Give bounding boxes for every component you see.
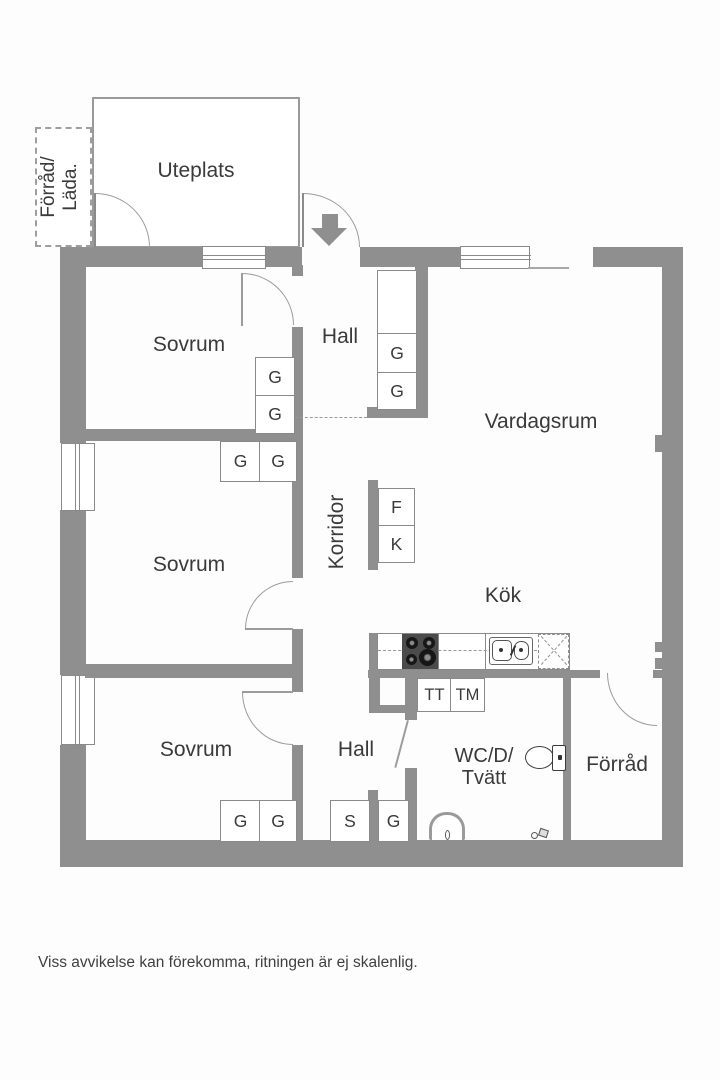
washer-box: TM xyxy=(450,678,485,712)
wall xyxy=(292,678,303,692)
door-arc xyxy=(245,581,293,629)
wall xyxy=(653,670,662,678)
wardrobe-box: G xyxy=(378,800,409,842)
wardrobe-box: G xyxy=(377,372,417,410)
disclaimer-note: Viss avvikelse kan förekomma, ritningen … xyxy=(38,954,418,971)
wall xyxy=(360,247,460,267)
forrad-lada-box xyxy=(35,127,92,247)
door-leaf xyxy=(242,691,293,693)
dishwasher-space-icon xyxy=(538,634,569,669)
stove-icon xyxy=(402,634,438,669)
wall xyxy=(266,247,302,267)
wall xyxy=(369,670,380,713)
door-leaf xyxy=(241,273,243,326)
room-label-wc: WC/D/ Tvätt xyxy=(454,745,514,789)
door-leaf xyxy=(394,720,409,768)
washbasin-icon xyxy=(429,812,465,840)
room-label-sovrum-1: Sovrum xyxy=(152,333,226,356)
wall xyxy=(593,247,683,267)
entrance-arrow-head-icon xyxy=(311,228,347,246)
wall-notch xyxy=(655,642,663,652)
wall xyxy=(292,265,303,276)
door-leaf xyxy=(245,628,293,630)
room-label-sovrum-2: Sovrum xyxy=(152,553,226,576)
wall-notch xyxy=(655,658,663,669)
wall xyxy=(60,840,683,867)
wall xyxy=(80,429,303,441)
wall xyxy=(415,267,428,408)
freezer-box: F xyxy=(378,488,415,527)
wardrobe-box: G xyxy=(255,395,295,434)
wall xyxy=(367,407,428,418)
counter-centerline xyxy=(378,650,537,651)
toilet-tank-icon xyxy=(552,745,566,771)
window xyxy=(61,443,95,512)
window xyxy=(61,675,95,746)
closet-box-open xyxy=(377,270,417,335)
window xyxy=(460,246,531,269)
dryer-box: TT xyxy=(417,678,452,712)
wall xyxy=(368,480,378,570)
wardrobe-box: G xyxy=(259,800,297,842)
door-leaf xyxy=(302,193,304,247)
wall xyxy=(60,247,86,443)
wall xyxy=(292,327,303,433)
wall xyxy=(368,670,600,678)
wall xyxy=(292,441,303,578)
toilet-icon xyxy=(525,746,554,769)
fridge-box: K xyxy=(378,525,415,563)
wall xyxy=(662,247,683,867)
door-arc xyxy=(607,673,657,726)
wardrobe-box: G xyxy=(255,357,295,397)
wardrobe-box: G xyxy=(220,441,261,482)
room-label-korridor: Korridor xyxy=(325,494,348,570)
room-label-kok: Kök xyxy=(484,584,522,607)
cleaning-closet-box: S xyxy=(330,800,370,842)
floor-drain-icon xyxy=(531,827,550,839)
room-label-vardagsrum: Vardagsrum xyxy=(484,410,598,433)
wall xyxy=(85,664,303,678)
wall xyxy=(369,633,378,670)
wardrobe-box: G xyxy=(377,333,417,374)
wardrobe-box: G xyxy=(220,800,261,842)
room-label-sovrum-3: Sovrum xyxy=(159,738,233,761)
wall xyxy=(563,678,571,840)
sink-icon xyxy=(489,637,533,665)
wall xyxy=(60,247,202,267)
balcony-door-line xyxy=(528,267,569,269)
wall xyxy=(292,629,303,678)
wardrobe-box: G xyxy=(259,441,297,482)
room-label-uteplats: Uteplats xyxy=(157,159,235,182)
window xyxy=(202,246,267,269)
wall xyxy=(405,678,417,720)
room-label-forrad: Förråd xyxy=(586,753,648,776)
wall xyxy=(60,510,86,675)
wall xyxy=(368,790,378,840)
wall xyxy=(292,745,303,840)
door-arc xyxy=(242,273,294,325)
room-label-hall-upper: Hall xyxy=(321,325,359,348)
room-label-forrad-lada: Förråd/ Läda. xyxy=(38,156,81,218)
room-label-hall-lower: Hall xyxy=(337,738,375,761)
door-leaf xyxy=(94,193,96,247)
door-arc xyxy=(242,692,293,745)
wall xyxy=(380,705,417,713)
entrance-arrow-icon xyxy=(322,214,338,229)
hall-boundary-dashed xyxy=(295,417,367,418)
wall-notch xyxy=(655,435,663,452)
